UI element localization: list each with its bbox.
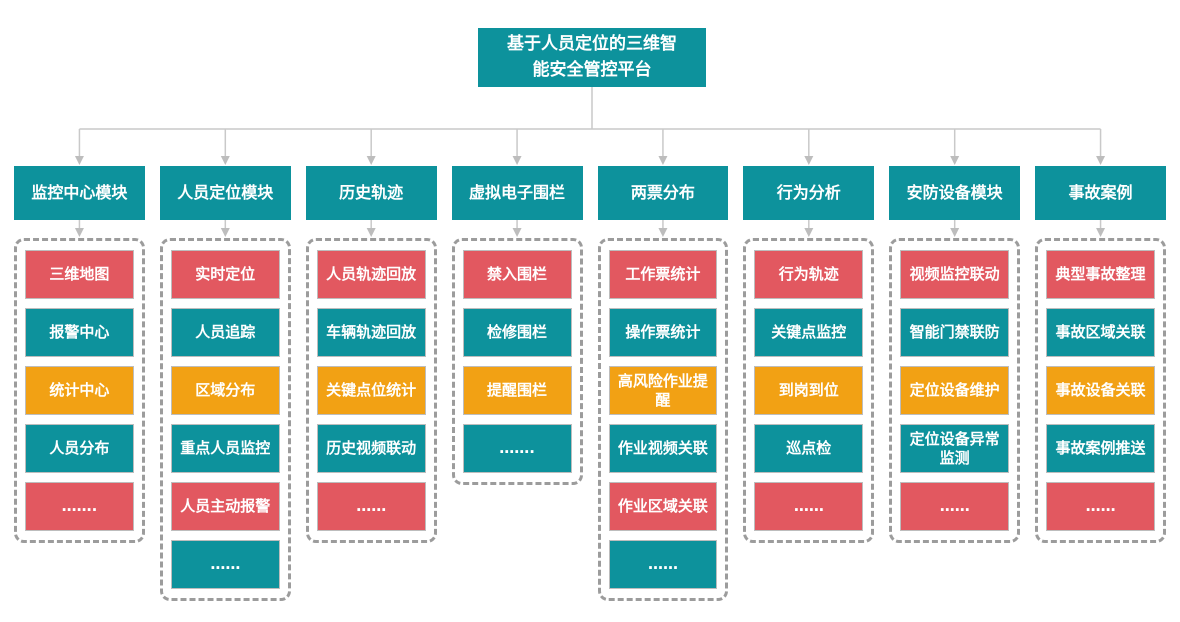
root-node: 基于人员定位的三维智能安全管控平台 (478, 28, 706, 87)
module-item: 人员主动报警 (170, 482, 280, 531)
module-item: …… (316, 482, 426, 531)
module-column: 安防设备模块 视频监控联动 智能门禁联防 定位设备维护 定位设备异常监测 …… (889, 166, 1021, 601)
module-item: …… (608, 540, 718, 589)
module-item: 实时定位 (170, 250, 280, 299)
module-item: 检修围栏 (462, 308, 572, 357)
module-item: 操作票统计 (608, 308, 718, 357)
module-header: 监控中心模块 (14, 166, 145, 220)
module-items-container: 典型事故整理 事故区域关联 事故设备关联 事故案例推送 …… (1035, 238, 1166, 543)
module-header: 行为分析 (743, 166, 875, 220)
module-item: 车辆轨迹回放 (316, 308, 426, 357)
module-column: 行为分析 行为轨迹 关键点监控 到岗到位 巡点检 …… (743, 166, 875, 601)
module-header: 虚拟电子围栏 (451, 166, 583, 220)
module-item: 视频监控联动 (900, 250, 1010, 299)
module-item: 统计中心 (25, 366, 134, 415)
module-item: 典型事故整理 (1046, 250, 1155, 299)
module-items-container: 视频监控联动 智能门禁联防 定位设备维护 定位设备异常监测 …… (889, 238, 1021, 543)
module-item: 智能门禁联防 (900, 308, 1010, 357)
module-items-container: 行为轨迹 关键点监控 到岗到位 巡点检 …… (743, 238, 875, 543)
module-item: 提醒围栏 (462, 366, 572, 415)
module-item: 事故区域关联 (1046, 308, 1155, 357)
module-item: ……. (25, 482, 134, 531)
module-header: 安防设备模块 (889, 166, 1021, 220)
module-item: …… (1046, 482, 1155, 531)
module-item: 到岗到位 (754, 366, 864, 415)
module-column: 监控中心模块 三维地图 报警中心 统计中心 人员分布 ……. (14, 166, 145, 601)
module-items-container: 禁入围栏 检修围栏 提醒围栏 ……. (451, 238, 583, 485)
module-item: …… (900, 482, 1010, 531)
module-column: 历史轨迹 人员轨迹回放 车辆轨迹回放 关键点位统计 历史视频联动 …… (305, 166, 437, 601)
module-header: 事故案例 (1035, 166, 1166, 220)
module-item: 定位设备异常监测 (900, 424, 1010, 473)
module-item: 报警中心 (25, 308, 134, 357)
module-item: 人员分布 (25, 424, 134, 473)
columns-row: 监控中心模块 三维地图 报警中心 统计中心 人员分布 ……. 人员定位模块 实时… (0, 166, 1180, 601)
module-items-container: 实时定位 人员追踪 区域分布 重点人员监控 人员主动报警 …… (159, 238, 291, 601)
module-items-container: 人员轨迹回放 车辆轨迹回放 关键点位统计 历史视频联动 …… (305, 238, 437, 543)
root-title: 基于人员定位的三维智能安全管控平台 (507, 34, 677, 80)
module-item: 事故设备关联 (1046, 366, 1155, 415)
module-item: 人员追踪 (170, 308, 280, 357)
module-column: 虚拟电子围栏 禁入围栏 检修围栏 提醒围栏 ……. (451, 166, 583, 601)
module-item: 禁入围栏 (462, 250, 572, 299)
module-item: 行为轨迹 (754, 250, 864, 299)
module-item: ……. (462, 424, 572, 473)
module-column: 两票分布 工作票统计 操作票统计 高风险作业提醒 作业视频关联 作业区域关联 …… (597, 166, 729, 601)
module-item: …… (170, 540, 280, 589)
module-item: 关键点位统计 (316, 366, 426, 415)
module-header: 历史轨迹 (305, 166, 437, 220)
module-items-container: 工作票统计 操作票统计 高风险作业提醒 作业视频关联 作业区域关联 …… (597, 238, 729, 601)
module-column: 事故案例 典型事故整理 事故区域关联 事故设备关联 事故案例推送 …… (1035, 166, 1166, 601)
module-item: 人员轨迹回放 (316, 250, 426, 299)
module-column: 人员定位模块 实时定位 人员追踪 区域分布 重点人员监控 人员主动报警 …… (159, 166, 291, 601)
module-item: 作业区域关联 (608, 482, 718, 531)
module-item: 三维地图 (25, 250, 134, 299)
module-item: 高风险作业提醒 (608, 366, 718, 415)
module-item: 关键点监控 (754, 308, 864, 357)
module-header: 两票分布 (597, 166, 729, 220)
module-item: 历史视频联动 (316, 424, 426, 473)
module-items-container: 三维地图 报警中心 统计中心 人员分布 ……. (14, 238, 145, 543)
module-item: 巡点检 (754, 424, 864, 473)
module-item: 作业视频关联 (608, 424, 718, 473)
module-item: 工作票统计 (608, 250, 718, 299)
module-item: …… (754, 482, 864, 531)
module-item: 区域分布 (170, 366, 280, 415)
module-item: 事故案例推送 (1046, 424, 1155, 473)
module-item: 定位设备维护 (900, 366, 1010, 415)
module-item: 重点人员监控 (170, 424, 280, 473)
module-header: 人员定位模块 (159, 166, 291, 220)
